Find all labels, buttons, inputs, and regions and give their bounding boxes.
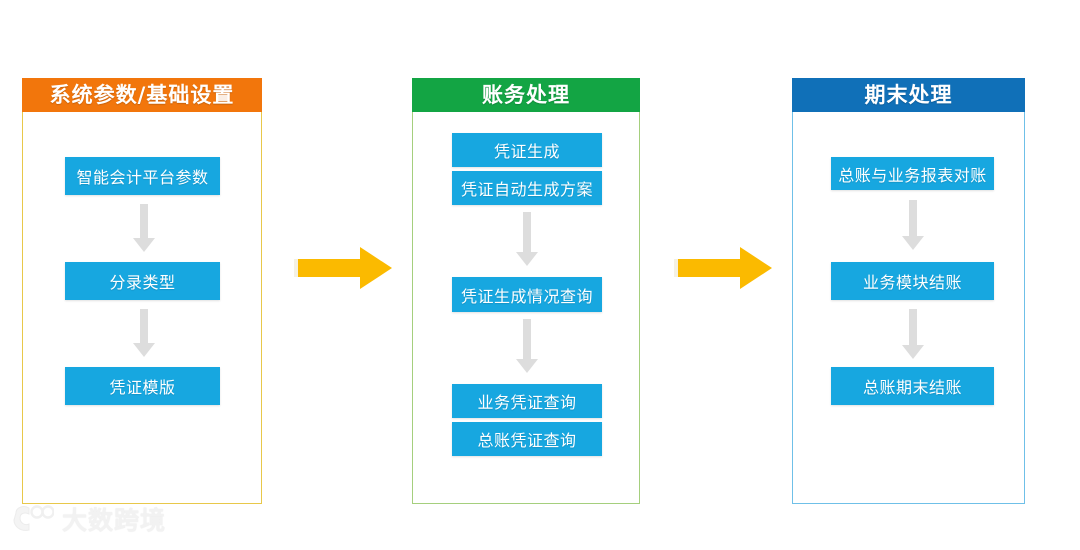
- panel-accounting-processing: 账务处理 凭证生成 凭证自动生成方案 凭证生成情况查询 业务凭证查询 总账凭证查…: [412, 78, 640, 504]
- panel-header-period-end-processing: 期末处理: [792, 78, 1025, 112]
- down-arrow-icon: [514, 212, 540, 268]
- dashu-logo-icon: [10, 503, 55, 537]
- down-arrow-icon: [900, 309, 926, 361]
- node-smart-accounting-platform-params[interactable]: 智能会计平台参数: [65, 157, 220, 195]
- panel-header-accounting-processing: 账务处理: [412, 78, 640, 112]
- watermark: 大数跨境: [10, 503, 166, 537]
- connector-arrow-right-icon-2: [668, 243, 778, 293]
- node-entry-type[interactable]: 分录类型: [65, 262, 220, 300]
- down-arrow-icon: [514, 319, 540, 375]
- node-general-ledger-voucher-query[interactable]: 总账凭证查询: [452, 422, 602, 456]
- panel-body-system-parameters: 智能会计平台参数 分录类型 凭证模版: [22, 112, 262, 504]
- node-voucher-auto-generation-plan[interactable]: 凭证自动生成方案: [452, 171, 602, 205]
- panel-header-system-parameters: 系统参数/基础设置: [22, 78, 262, 112]
- node-voucher-generation-status-query[interactable]: 凭证生成情况查询: [452, 277, 602, 312]
- node-gl-business-report-reconciliation[interactable]: 总账与业务报表对账: [831, 157, 994, 190]
- node-business-voucher-query[interactable]: 业务凭证查询: [452, 384, 602, 418]
- panel-body-period-end-processing: 总账与业务报表对账 业务模块结账 总账期末结账: [792, 112, 1025, 504]
- down-arrow-icon: [131, 309, 157, 359]
- connector-arrow-right-icon-1: [288, 243, 398, 293]
- node-voucher-generation[interactable]: 凭证生成: [452, 133, 602, 167]
- watermark-text: 大数跨境: [62, 505, 167, 535]
- panel-period-end-processing: 期末处理 总账与业务报表对账 业务模块结账 总账期末结账: [792, 78, 1025, 504]
- down-arrow-icon: [900, 200, 926, 252]
- node-business-module-closing[interactable]: 业务模块结账: [831, 262, 994, 300]
- down-arrow-icon: [131, 204, 157, 254]
- node-voucher-template[interactable]: 凭证模版: [65, 367, 220, 405]
- panel-body-accounting-processing: 凭证生成 凭证自动生成方案 凭证生成情况查询 业务凭证查询 总账凭证查询: [412, 112, 640, 504]
- node-gl-period-end-closing[interactable]: 总账期末结账: [831, 367, 994, 405]
- panel-system-parameters: 系统参数/基础设置 智能会计平台参数 分录类型 凭证模版: [22, 78, 262, 504]
